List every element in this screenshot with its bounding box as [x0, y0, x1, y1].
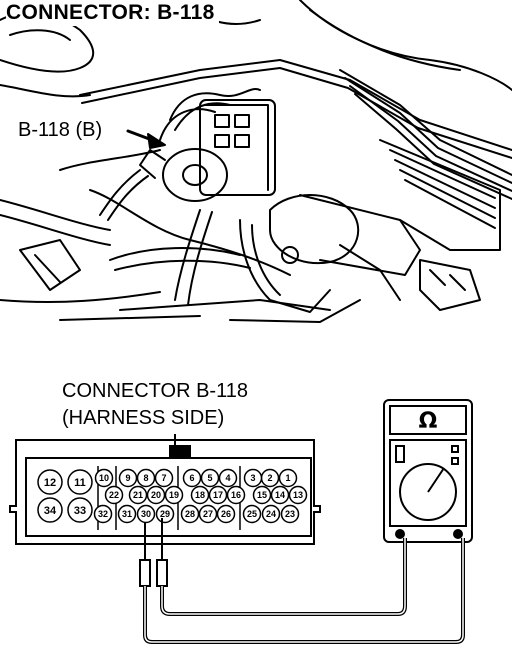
- pin-cavity: [218, 468, 238, 488]
- pin-label: 25: [247, 509, 257, 519]
- pin-cavity: [200, 468, 220, 488]
- pin-label: 8: [143, 473, 148, 483]
- pin-cavity: [226, 485, 246, 505]
- pin-cavity: [252, 485, 272, 505]
- pin-cavity: [261, 504, 281, 524]
- pin-label: 31: [122, 509, 132, 519]
- pin-cavity: [37, 469, 63, 495]
- pin-cavity: [278, 468, 298, 488]
- pin-cavity: [104, 485, 124, 505]
- pin-label: 22: [109, 490, 119, 500]
- pin-cavity: [155, 504, 175, 524]
- connector-caption: CONNECTOR B-118 (HARNESS SIDE): [62, 378, 248, 432]
- pin-cavity: [260, 468, 280, 488]
- connector-face: [25, 457, 312, 537]
- pin-label: 29: [160, 509, 170, 519]
- pin-cavity: [242, 504, 262, 524]
- pin-label: 21: [133, 490, 143, 500]
- pin-cavity: [117, 504, 137, 524]
- pin-label: 5: [207, 473, 212, 483]
- pin-label: 15: [257, 490, 267, 500]
- connector-caption-title: CONNECTOR B-118: [62, 380, 248, 402]
- pin-cavity: [136, 504, 156, 524]
- pin-label: 18: [195, 490, 205, 500]
- pin-cavity: [67, 469, 93, 495]
- pin-label: 26: [221, 509, 231, 519]
- connector-caption-subtitle: (HARNESS SIDE): [62, 407, 225, 429]
- pin-label: 20: [151, 490, 161, 500]
- pin-label: 28: [185, 509, 195, 519]
- pin-cavity: [182, 468, 202, 488]
- pin-label: 27: [203, 509, 213, 519]
- pin-cavity: [94, 468, 114, 488]
- probe-leads: [139, 518, 465, 644]
- pin-label: 24: [266, 509, 276, 519]
- pin-label: 1: [285, 473, 290, 483]
- pin-label: 30: [141, 509, 151, 519]
- pin-cavity: [280, 504, 300, 524]
- pin-label: 34: [44, 505, 57, 517]
- pin-cavity: [67, 497, 93, 523]
- connector-pins: 1234567891011121314151617181920212223242…: [37, 468, 308, 524]
- pin-label: 13: [293, 490, 303, 500]
- pin-cavity: [154, 468, 174, 488]
- pin-cavity: [216, 504, 236, 524]
- page-title: CONNECTOR: B-118: [6, 0, 219, 26]
- pin-cavity: [37, 497, 63, 523]
- engine-bay-illustration: [0, 0, 512, 323]
- pin-cavity: [180, 504, 200, 524]
- pin-cavity: [190, 485, 210, 505]
- connector-housing-outline: [9, 439, 321, 545]
- pin-label: 7: [161, 473, 166, 483]
- pin-label: 2: [267, 473, 272, 483]
- pin-cavity: [118, 468, 138, 488]
- pin-cavity: [136, 468, 156, 488]
- pin-label: 10: [99, 473, 109, 483]
- pin-cavity: [270, 485, 290, 505]
- ohmmeter: [383, 399, 473, 543]
- ohm-symbol: Ω: [419, 409, 438, 434]
- pin-cavity: [243, 468, 263, 488]
- pin-cavity: [288, 485, 308, 505]
- pin-label: 16: [231, 490, 241, 500]
- pin-label: 23: [285, 509, 295, 519]
- connector-callout-label: B-118 (B): [16, 118, 105, 142]
- pin-cavity: [208, 485, 228, 505]
- pin-cavity: [198, 504, 218, 524]
- pin-label: 14: [275, 490, 285, 500]
- pin-label: 4: [225, 473, 230, 483]
- pin-label: 32: [98, 509, 108, 519]
- pin-cavity: [128, 485, 148, 505]
- pin-label: 17: [213, 490, 223, 500]
- pin-cavity: [164, 485, 184, 505]
- pin-label: 33: [74, 505, 86, 517]
- pin-label: 11: [74, 477, 86, 489]
- pin-label: 3: [250, 473, 255, 483]
- pin-label: 9: [125, 473, 130, 483]
- pin-cavity: [93, 504, 113, 524]
- pin-label: 19: [169, 490, 179, 500]
- pin-cavity: [146, 485, 166, 505]
- pin-label: 12: [44, 477, 56, 489]
- pin-label: 6: [189, 473, 194, 483]
